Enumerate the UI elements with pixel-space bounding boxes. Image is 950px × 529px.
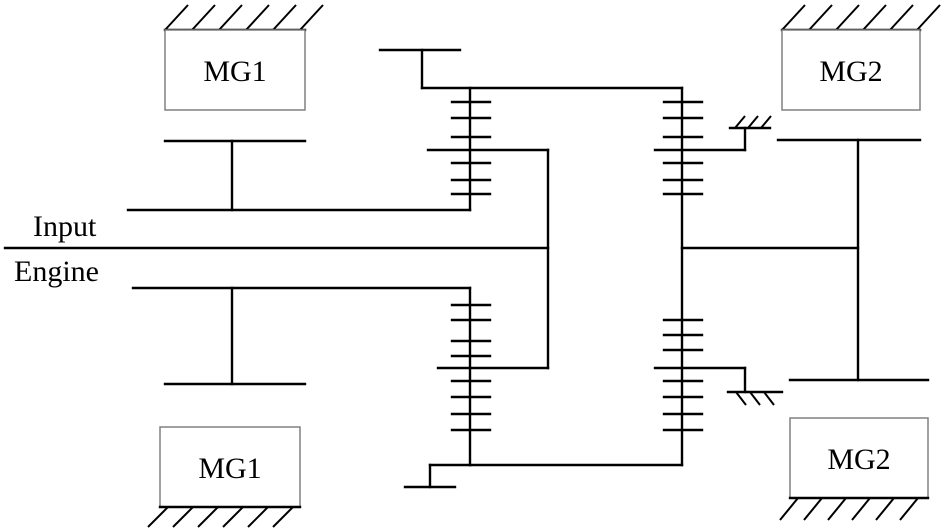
input-label: Input bbox=[33, 210, 97, 243]
mg2-bottom-ground-hatch bbox=[779, 497, 919, 521]
mg2-top-unit: MG2 bbox=[780, 4, 941, 111]
mg1-top-label: MG1 bbox=[203, 55, 266, 88]
ring-gear-link-top bbox=[378, 48, 684, 90]
ring-gear-link-bottom bbox=[403, 463, 684, 489]
mg2-bottom-unit: MG2 bbox=[779, 417, 930, 521]
mg2-bottom-label: MG2 bbox=[827, 443, 890, 476]
mg1-top-box bbox=[164, 29, 306, 111]
mg1-bottom-unit: MG1 bbox=[147, 426, 302, 528]
mg2-top-label: MG2 bbox=[819, 55, 882, 88]
mg2-top-box bbox=[781, 29, 921, 111]
planetary-1-carrier bbox=[426, 148, 550, 370]
input-shaft: Input Engine bbox=[3, 210, 550, 288]
planetary-2-gears bbox=[653, 86, 747, 467]
mg1-bottom-label: MG1 bbox=[198, 452, 261, 485]
mg1-top-ground-hatch bbox=[164, 4, 324, 31]
mg2-shaft bbox=[680, 138, 930, 382]
mg1-bottom-ground-hatch bbox=[147, 506, 294, 528]
mg1-top-rotor bbox=[126, 139, 472, 212]
planetary-1-gears bbox=[450, 86, 492, 467]
engine-label: Engine bbox=[14, 255, 99, 288]
mg2-top-ground-hatch bbox=[781, 4, 941, 31]
planetary-2-ground-top bbox=[728, 115, 772, 152]
planetary-2-ground-bottom bbox=[726, 366, 784, 406]
mg1-bottom-rotor bbox=[131, 286, 472, 386]
mg2-bottom-box bbox=[789, 417, 929, 499]
mg1-top-unit: MG1 bbox=[163, 4, 324, 111]
